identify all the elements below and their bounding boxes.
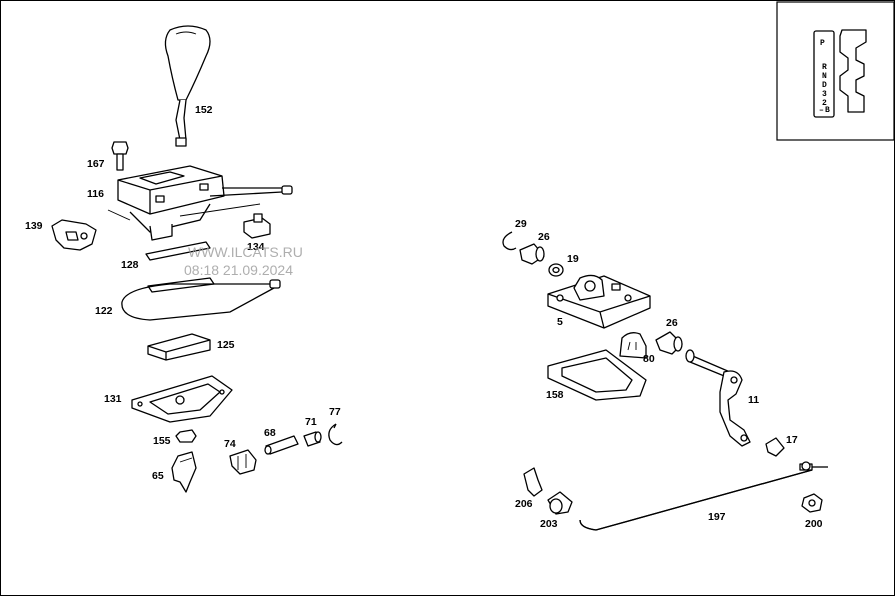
rod-197[interactable] bbox=[579, 461, 828, 531]
shift-knob-152[interactable] bbox=[164, 25, 211, 147]
slide-pad-125[interactable] bbox=[147, 333, 211, 361]
label-29: 29 bbox=[515, 218, 527, 230]
gate-position-2: 2 bbox=[822, 99, 827, 108]
base-plate-131[interactable] bbox=[131, 375, 233, 423]
watermark: WWW.ILCATS.RU 08:18 21.09.2024 bbox=[184, 244, 303, 278]
bushing-26-lower[interactable] bbox=[655, 331, 683, 355]
label-26-upper: 26 bbox=[538, 231, 550, 243]
label-200: 200 bbox=[805, 518, 823, 530]
bolt-167[interactable] bbox=[111, 141, 129, 171]
bushing-26-upper[interactable] bbox=[519, 243, 545, 265]
circlip-29[interactable] bbox=[502, 231, 517, 251]
pin-68[interactable] bbox=[264, 435, 299, 455]
gasket-frame-158[interactable] bbox=[547, 349, 647, 401]
label-134: 134 bbox=[247, 241, 265, 253]
gate-slot-icon bbox=[839, 29, 867, 113]
label-139: 139 bbox=[25, 220, 43, 232]
strip-128[interactable] bbox=[145, 241, 211, 261]
bushing-203[interactable] bbox=[547, 491, 573, 515]
cable-122[interactable] bbox=[121, 277, 281, 321]
label-77: 77 bbox=[329, 406, 341, 418]
label-167: 167 bbox=[87, 158, 105, 170]
watermark-site: WWW.ILCATS.RU bbox=[188, 244, 303, 260]
bushing-17[interactable] bbox=[765, 437, 785, 457]
part-labels: 152 167 116 139 134 128 122 125 131 155 … bbox=[25, 104, 823, 530]
gate-position-3: 3 bbox=[822, 90, 827, 99]
watermark-timestamp: 08:18 21.09.2024 bbox=[184, 262, 293, 278]
connector-134[interactable] bbox=[243, 213, 271, 239]
bracket-5[interactable] bbox=[547, 274, 651, 329]
label-68: 68 bbox=[264, 427, 276, 439]
shifter-housing-116[interactable] bbox=[107, 165, 293, 241]
label-65: 65 bbox=[152, 470, 164, 482]
ring-19[interactable] bbox=[548, 263, 564, 277]
clip-139[interactable] bbox=[51, 219, 97, 251]
label-203: 203 bbox=[540, 518, 558, 530]
label-131: 131 bbox=[104, 393, 122, 405]
gate-position-b: B bbox=[825, 106, 830, 115]
bushing-71[interactable] bbox=[303, 431, 322, 447]
gate-position-dash: – bbox=[819, 106, 824, 115]
label-128: 128 bbox=[121, 259, 139, 271]
shift-gate-inset: P R N D 3 2 – B bbox=[776, 1, 895, 141]
label-26-lower: 26 bbox=[666, 317, 678, 329]
label-74: 74 bbox=[224, 438, 236, 450]
label-197: 197 bbox=[708, 511, 726, 523]
label-206: 206 bbox=[515, 498, 533, 510]
gate-position-n: N bbox=[822, 72, 827, 81]
label-122: 122 bbox=[95, 305, 113, 317]
nut-155[interactable] bbox=[175, 429, 197, 443]
nut-200[interactable] bbox=[801, 493, 823, 513]
label-80: 80 bbox=[643, 353, 655, 365]
label-125: 125 bbox=[217, 339, 235, 351]
gate-position-d: D bbox=[822, 81, 827, 90]
label-116: 116 bbox=[87, 188, 104, 200]
gate-position-r: R bbox=[822, 63, 827, 72]
label-19: 19 bbox=[567, 253, 579, 265]
label-152: 152 bbox=[195, 104, 213, 116]
fork-65[interactable] bbox=[171, 451, 197, 493]
label-155: 155 bbox=[153, 435, 171, 447]
label-5: 5 bbox=[557, 316, 563, 328]
label-158: 158 bbox=[546, 389, 564, 401]
label-11: 11 bbox=[748, 394, 759, 406]
circlip-77[interactable] bbox=[328, 423, 343, 446]
lever-11[interactable] bbox=[685, 349, 751, 447]
clip-206[interactable] bbox=[523, 467, 543, 497]
clip-74[interactable] bbox=[229, 449, 257, 475]
label-17: 17 bbox=[786, 434, 798, 446]
gate-position-p: P bbox=[820, 39, 825, 48]
cap-80[interactable] bbox=[619, 332, 647, 359]
label-71: 71 bbox=[305, 416, 317, 428]
